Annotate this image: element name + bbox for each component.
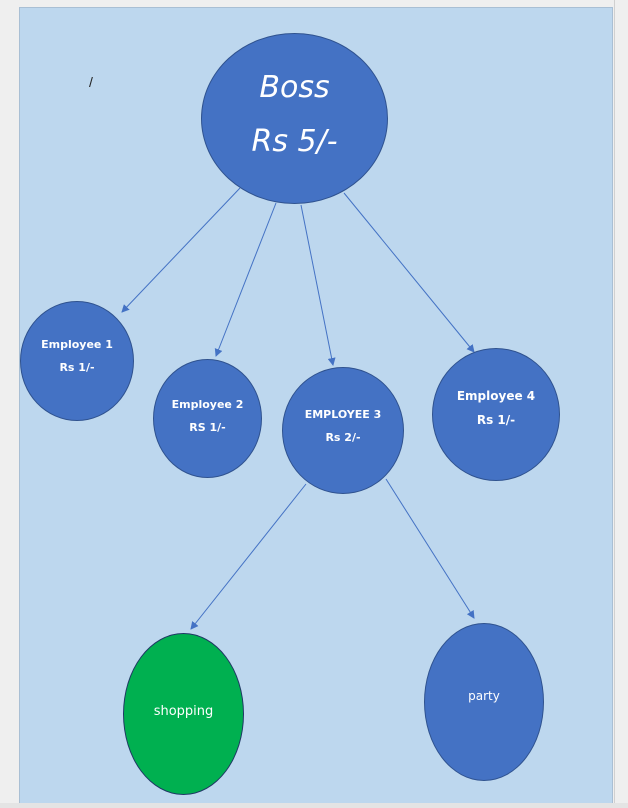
employee-2-node: Employee 2 RS 1/- [153, 359, 262, 478]
arrow-boss-to-employee-4 [343, 192, 475, 353]
employee-1-node: Employee 1 Rs 1/- [20, 301, 134, 421]
boss-name: Boss [259, 69, 330, 105]
employee-4-amount: Rs 1/- [476, 412, 516, 427]
employee-4-node: Employee 4 Rs 1/- [432, 348, 560, 481]
shopping-label: shopping [153, 704, 214, 719]
employee-2-name: Employee 2 [171, 397, 244, 411]
arrow-employee-3-to-party [385, 478, 475, 619]
employee-1-amount: Rs 1/- [59, 361, 95, 374]
shopping-node: shopping [123, 633, 244, 795]
arrow-boss-to-employee-2 [214, 202, 277, 357]
employee-3-name: EMPLOYEE 3 [304, 407, 382, 421]
employee-3-amount: Rs 2/- [325, 430, 361, 444]
page-bottom-edge [0, 803, 628, 808]
boss-amount: Rs 5/- [251, 123, 338, 159]
page-right-edge [614, 0, 615, 808]
boss-node: Boss Rs 5/- [201, 33, 388, 204]
stray-mark: / [89, 74, 93, 90]
party-node: party [424, 623, 544, 781]
employee-1-name: Employee 1 [41, 338, 113, 351]
employee-4-name: Employee 4 [456, 388, 536, 403]
employee-2-amount: RS 1/- [189, 420, 226, 434]
arrow-boss-to-employee-3 [300, 204, 336, 366]
party-label: party [468, 689, 500, 703]
arrow-employee-3-to-shopping [190, 483, 307, 630]
employee-3-node: EMPLOYEE 3 Rs 2/- [282, 367, 404, 494]
arrow-boss-to-employee-1 [121, 187, 241, 313]
